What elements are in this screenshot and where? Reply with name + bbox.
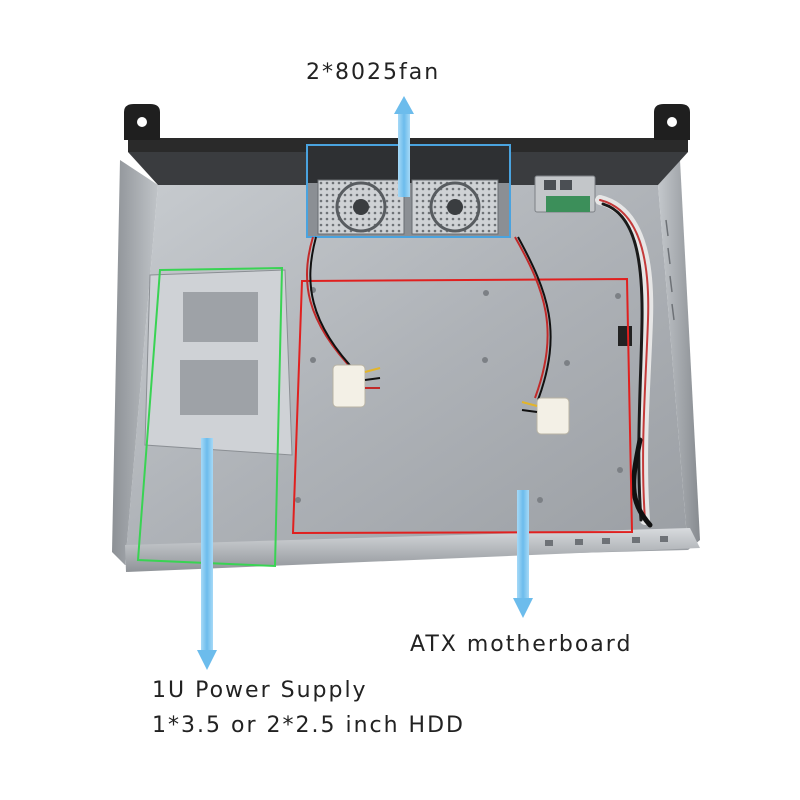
bracket-cutout <box>183 292 258 342</box>
arrow-psu <box>197 438 217 670</box>
chassis-front-lip <box>125 528 700 572</box>
rack-ear-hole-left <box>137 117 147 127</box>
psu-highlight-outline <box>136 266 284 568</box>
side-vents <box>665 219 675 321</box>
hdd-label: 1*3.5 or 2*2.5 inch HDD <box>152 713 465 738</box>
motherboard-label: ATX motherboard <box>410 632 633 657</box>
chassis-left-wall <box>112 160 158 565</box>
arrow-fan <box>394 96 414 197</box>
hdd-bracket <box>136 266 293 568</box>
front-io-board <box>546 196 590 212</box>
fan-right <box>411 179 499 235</box>
arrow-motherboard <box>513 490 533 618</box>
fan-assembly <box>306 144 511 238</box>
fan-left <box>317 179 405 235</box>
bracket-cutout <box>180 360 258 415</box>
power-supply-label: 1U Power Supply <box>152 678 368 703</box>
cable-bundle <box>595 195 654 528</box>
motherboard-highlight-outline <box>291 277 634 535</box>
usb-port <box>544 180 556 190</box>
molex-connector <box>521 397 570 435</box>
rack-ear-hole-right <box>667 117 677 127</box>
connector <box>618 326 632 346</box>
fan-wiring <box>305 236 552 401</box>
molex-connector <box>332 364 381 408</box>
motherboard-area <box>291 277 634 535</box>
usb-port <box>560 180 572 190</box>
standoffs <box>295 287 623 503</box>
fan-label: 2*8025fan <box>306 60 441 85</box>
